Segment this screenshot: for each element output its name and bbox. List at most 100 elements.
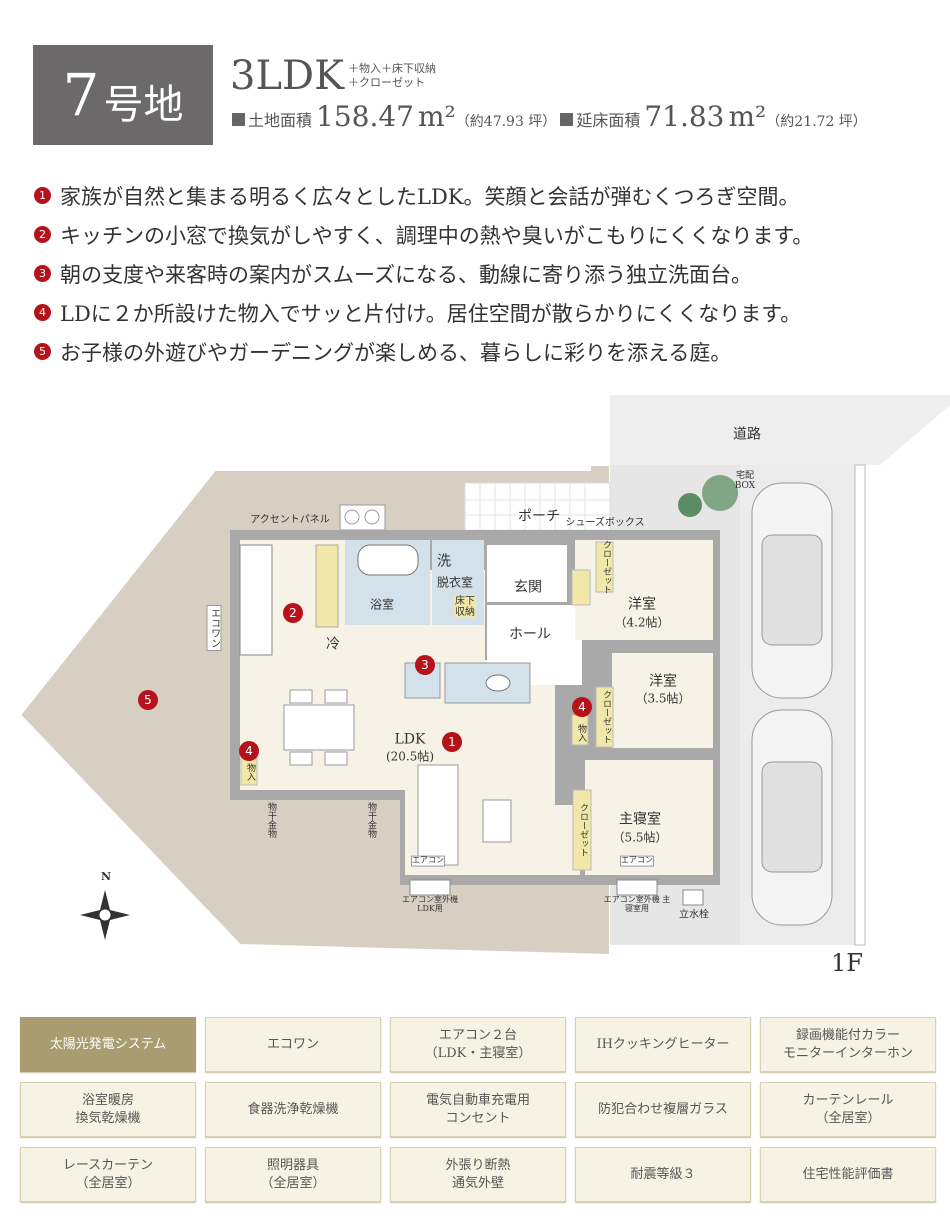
closet-2 xyxy=(595,686,614,748)
marker-5: 5 xyxy=(138,690,158,710)
road-edge xyxy=(854,464,866,946)
shoe-box-label: シューズボックス xyxy=(565,517,645,529)
square-bullet-icon xyxy=(232,113,245,126)
equipment-item: 食器洗浄乾燥機 xyxy=(205,1082,381,1137)
feature-item: 3 朝の支度や来客時の案内がスムーズになる、動線に寄り添う独立洗面台。 xyxy=(34,254,813,293)
dressing-room-label: 脱衣室 xyxy=(436,575,474,590)
bathtub xyxy=(357,544,419,576)
closet-label: クローゼット xyxy=(600,540,611,594)
equipment-item: 照明器具 （全居室） xyxy=(205,1147,381,1202)
tree-icon xyxy=(678,493,702,517)
feature-item: 4 LDに２か所設けた物入でサッと片付け。居住空間が散らかりにくくなります。 xyxy=(34,293,813,332)
master-bedroom-size: （5.5帖） xyxy=(612,830,668,845)
feature-text: お子様の外遊びやガーデニングが楽しめる、暮らしに彩りを添える庭。 xyxy=(60,340,732,365)
feature-text: 朝の支度や来客時の案内がスムーズになる、動線に寄り添う独立洗面台。 xyxy=(60,262,752,287)
faucet-label: 立水栓 xyxy=(679,909,709,921)
hall-label: ホール xyxy=(509,626,551,643)
equipment-item: レースカーテン （全居室） xyxy=(20,1147,196,1202)
number-badge: 2 xyxy=(34,226,51,243)
room2-size: （3.5帖） xyxy=(635,691,691,706)
car-icon xyxy=(751,709,833,926)
ac-outdoor-master xyxy=(616,879,658,896)
ac-outdoor-ldk xyxy=(409,879,451,896)
equipment-item: 外張り断熱 通気外壁 xyxy=(390,1147,566,1202)
aircon-label: エアコン xyxy=(620,855,654,867)
equipment-item: 録画機能付カラー モニターインターホン xyxy=(760,1017,936,1072)
room-3.5 xyxy=(612,653,713,748)
equipment-item: 防犯合わせ複層ガラス xyxy=(575,1082,751,1137)
floor-label: 1F xyxy=(831,948,863,977)
ecoone-label: エコワン xyxy=(206,605,222,651)
floor-area-label: 延床面積 xyxy=(576,111,641,130)
feature-text: LDに２か所設けた物入でサッと片付け。居住空間が散らかりにくくなります。 xyxy=(60,301,802,326)
equipment-item: 浴室暖房 換気乾燥機 xyxy=(20,1082,196,1137)
ac-outdoor-master-label: エアコン室外機 主寝室用 xyxy=(603,895,671,913)
shoe-box xyxy=(571,569,591,606)
floor-area-value: 71.83 xyxy=(644,100,725,133)
road-label: 道路 xyxy=(733,426,761,443)
north-label: N xyxy=(100,869,112,883)
closet-1 xyxy=(595,541,614,593)
equipment-item: カーテンレール （全居室） xyxy=(760,1082,936,1137)
storage-label: 物入 xyxy=(244,763,255,781)
wash-label: 洗 xyxy=(437,553,451,570)
marker-2: 2 xyxy=(283,603,303,623)
closet-label: クローゼット xyxy=(600,690,611,744)
bath-label: 浴室 xyxy=(369,597,395,612)
feature-item: 5 お子様の外遊びやガーデニングが楽しめる、暮らしに彩りを添える庭。 xyxy=(34,332,813,371)
ldk-size: (20.5帖) xyxy=(385,749,435,764)
number-badge: 4 xyxy=(34,304,51,321)
land-area-tsubo: （約47.93 坪） xyxy=(455,114,557,130)
tree-icon xyxy=(702,475,738,511)
closet-label: クローゼット xyxy=(577,803,588,857)
lot-number: 7 xyxy=(62,61,100,129)
master-bedroom-label: 主寝室 xyxy=(619,811,661,828)
road-area xyxy=(610,395,950,465)
entrance-floor xyxy=(487,545,567,602)
unit: m² xyxy=(418,100,456,133)
extras-line: ＋クローゼット xyxy=(348,76,425,89)
equipment-item: エアコン２台 （LDK・主寝室） xyxy=(390,1017,566,1072)
room1-size: （4.2帖） xyxy=(614,615,670,630)
number-badge: 3 xyxy=(34,265,51,282)
equipment-item: IHクッキングヒーター xyxy=(575,1017,751,1072)
layout-extras: ＋物入＋床下収納 ＋クローゼット xyxy=(348,62,436,90)
equipment-item: 電気自動車充電用 コンセント xyxy=(390,1082,566,1137)
sofa xyxy=(417,764,459,866)
room1-label: 洋室 xyxy=(628,596,656,613)
ldk-label: LDK xyxy=(394,731,426,748)
floor-area-tsubo: （約21.72 坪） xyxy=(766,114,867,130)
marker-3: 3 xyxy=(415,655,435,675)
unit: m² xyxy=(728,100,767,133)
lot-suffix: 号地 xyxy=(103,82,184,128)
accent-panel-label: アクセントパネル xyxy=(250,514,330,526)
area-info: 土地面積 158.47 m² （約47.93 坪） 延床面積 71.83 m² … xyxy=(232,100,867,133)
layout-type: 3LDK xyxy=(230,53,344,99)
laundry-pole-label: 物干金物 xyxy=(365,802,376,838)
coffee-table xyxy=(482,799,512,843)
faucet-icon xyxy=(682,889,704,906)
equipment-grid: 太陽光発電システム エコワン エアコン２台 （LDK・主寝室） IHクッキングヒ… xyxy=(20,1017,936,1202)
room2-label: 洋室 xyxy=(649,673,677,690)
number-badge: 5 xyxy=(34,343,51,360)
square-bullet-icon xyxy=(560,113,574,126)
marker-4: 4 xyxy=(239,741,259,761)
lot-number-badge: 7 号地 xyxy=(33,45,213,145)
porch-label: ポーチ xyxy=(518,508,560,525)
marker-4: 4 xyxy=(572,697,592,717)
fridge-label: 冷 xyxy=(326,636,340,653)
closet-3 xyxy=(572,789,592,871)
accent-panel xyxy=(315,544,339,628)
storage-label: 物入 xyxy=(575,724,586,742)
aircon-label: エアコン xyxy=(411,855,445,867)
delivery-box-label: 宅配BOX xyxy=(734,471,756,491)
ac-outdoor-ldk-label: エアコン室外機 LDK用 xyxy=(402,895,458,913)
extras-line: ＋物入＋床下収納 xyxy=(348,62,436,75)
underfloor-storage-label: 床下収納 xyxy=(454,596,476,618)
marker-1: 1 xyxy=(442,732,462,752)
equipment-item: 太陽光発電システム xyxy=(20,1017,196,1072)
laundry-pole-label: 物干金物 xyxy=(265,802,276,838)
